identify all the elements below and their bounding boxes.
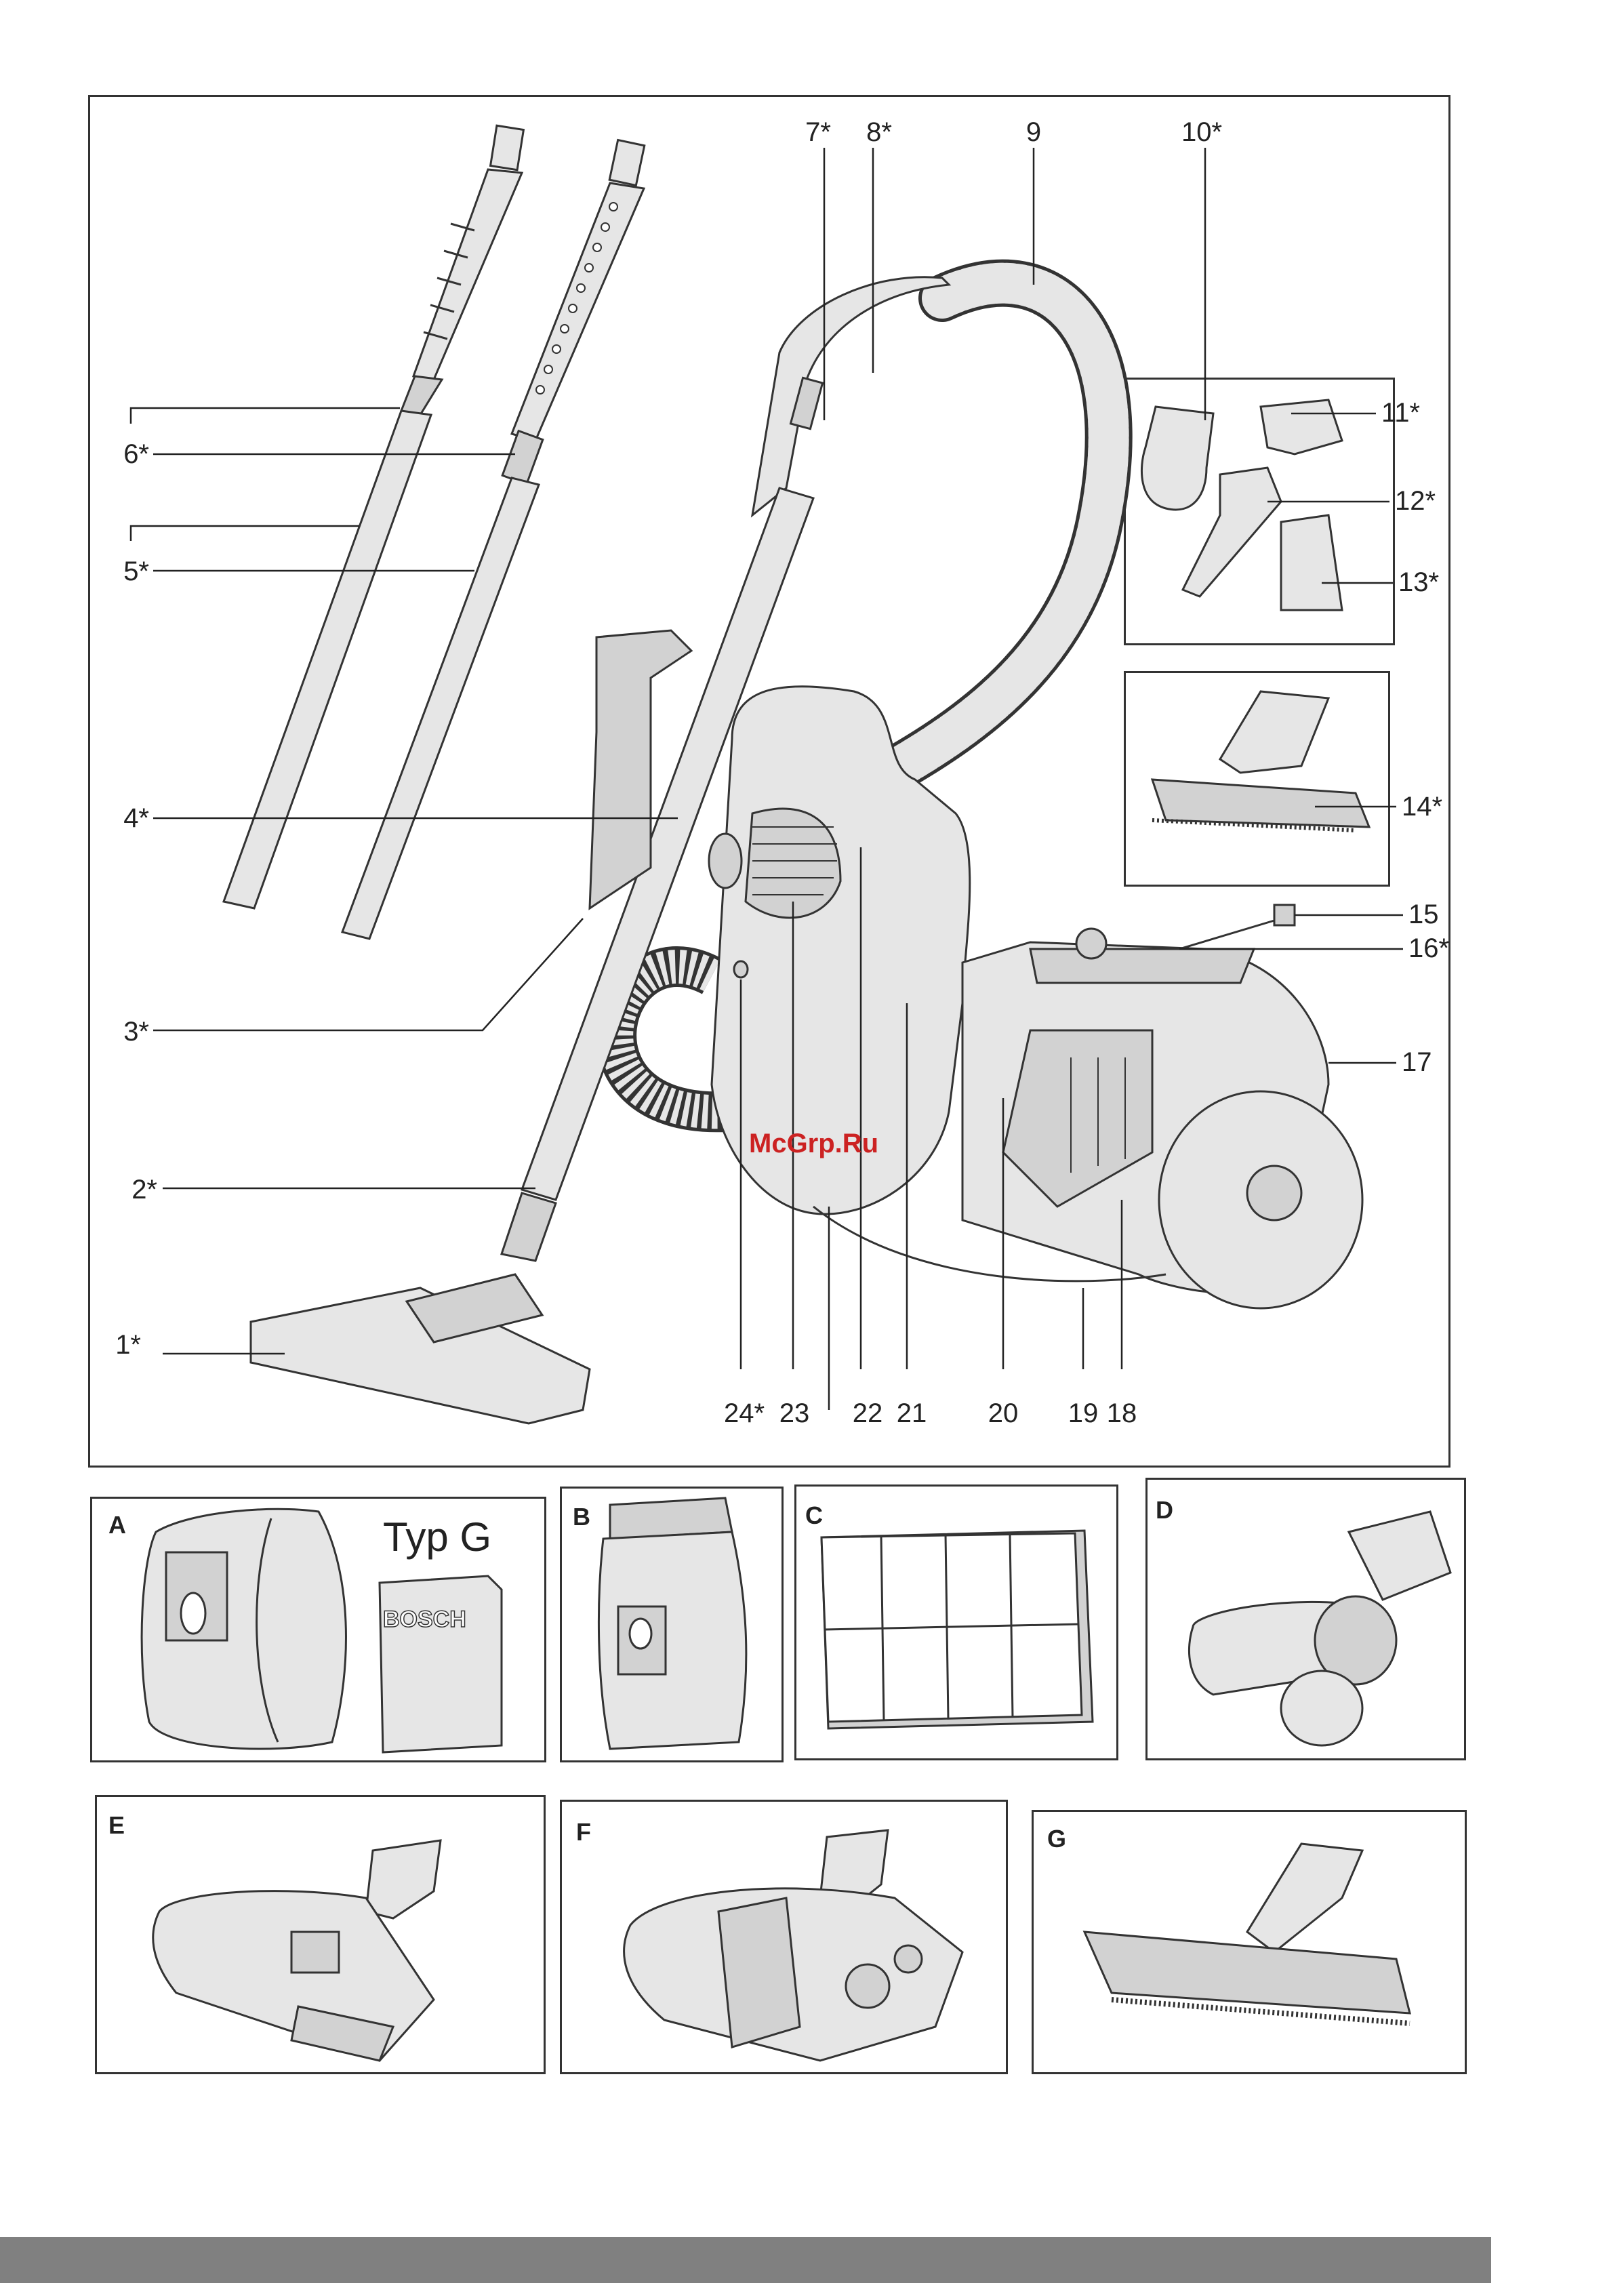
panel-e-art: E <box>108 1811 441 2061</box>
floor-nozzle-1 <box>251 1193 590 1423</box>
label-16: 16* <box>1408 933 1449 963</box>
panel-f-art: F <box>576 1818 962 2061</box>
label-2: 2* <box>131 1175 157 1205</box>
label-6: 6* <box>123 439 149 469</box>
panel-a-box-brand: BOSCH <box>383 1607 466 1632</box>
panel-d-letter: D <box>1156 1496 1173 1524</box>
floor-nozzle-14 <box>1152 691 1369 830</box>
label-14: 14* <box>1402 792 1442 822</box>
panel-b-letter: B <box>573 1503 590 1531</box>
upholstery-nozzle-10 <box>1141 407 1213 510</box>
extension-tube-left <box>224 125 523 908</box>
label-17: 17 <box>1402 1047 1432 1077</box>
panel-d-art: D <box>1156 1496 1450 1745</box>
panel-a-letter: A <box>108 1511 126 1539</box>
panel-g-letter: G <box>1047 1825 1066 1853</box>
nozzle-13 <box>1281 515 1342 610</box>
label-7: 7* <box>805 117 831 147</box>
panel-c-art: C <box>805 1501 1093 1729</box>
panel-b-art: B <box>573 1498 746 1749</box>
upholstery-nozzle-11 <box>1261 400 1342 454</box>
label-15: 15 <box>1408 900 1439 929</box>
label-21: 21 <box>897 1398 927 1428</box>
label-5: 5* <box>123 557 149 586</box>
panel-f-letter: F <box>576 1818 591 1846</box>
panel-a-title: Typ G <box>383 1514 491 1560</box>
cord-15 <box>1179 905 1295 949</box>
label-18: 18 <box>1107 1398 1137 1428</box>
watermark: McGrp.Ru <box>749 1129 878 1158</box>
label-13: 13* <box>1398 567 1439 597</box>
label-8: 8* <box>866 117 892 147</box>
label-3: 3* <box>123 1017 149 1047</box>
label-19: 19 <box>1068 1398 1099 1428</box>
panel-e-letter: E <box>108 1811 125 1839</box>
label-24: 24* <box>724 1398 765 1428</box>
label-20: 20 <box>988 1398 1019 1428</box>
label-11: 11* <box>1381 398 1420 428</box>
label-10: 10* <box>1181 117 1222 147</box>
label-22: 22 <box>853 1398 883 1428</box>
panel-c-letter: C <box>805 1501 823 1529</box>
panel-a-art: A Typ G BOSCH <box>108 1509 502 1752</box>
label-9: 9 <box>1026 117 1041 147</box>
label-1: 1* <box>115 1330 141 1360</box>
panel-g-art: G <box>1047 1825 1410 2023</box>
label-4: 4* <box>123 803 149 833</box>
handle <box>752 277 949 515</box>
vacuum-body <box>709 687 1362 1308</box>
label-23: 23 <box>779 1398 810 1428</box>
label-12: 12* <box>1395 486 1436 516</box>
